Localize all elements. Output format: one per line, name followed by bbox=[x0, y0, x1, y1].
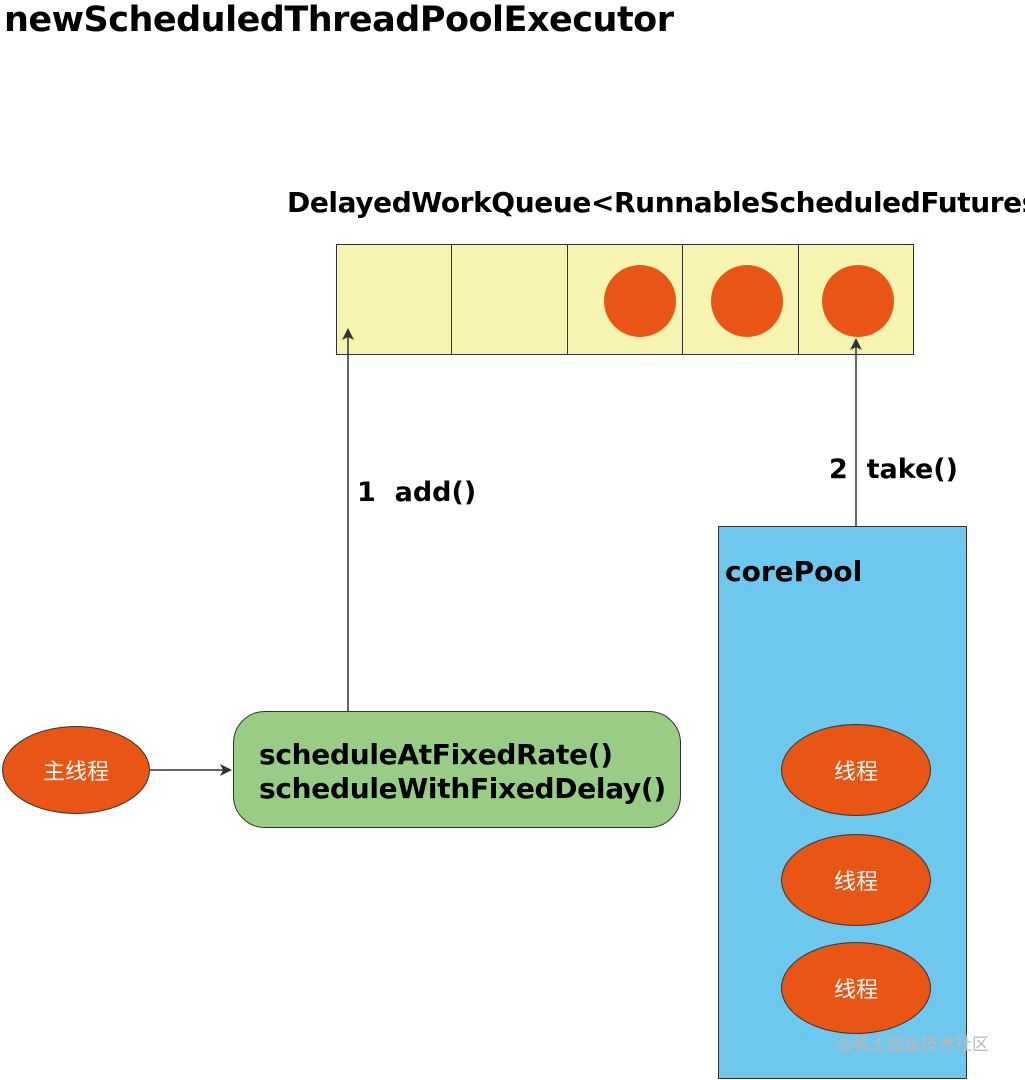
core-pool-label: corePool bbox=[725, 555, 863, 588]
step-add-number: 1 bbox=[357, 477, 376, 508]
step-take-number: 2 bbox=[829, 454, 848, 485]
worker-thread-label: 线程 bbox=[833, 978, 878, 1003]
queue-slot bbox=[798, 245, 914, 354]
step-add-label: 1 add() bbox=[357, 477, 476, 508]
queue-slot bbox=[337, 245, 453, 354]
step-take-text: take() bbox=[866, 454, 958, 485]
queue-slot bbox=[683, 245, 799, 354]
main-thread-label: 主线程 bbox=[42, 760, 109, 785]
scheduled-task bbox=[603, 265, 676, 337]
queue-slot bbox=[567, 245, 684, 354]
delayed-work-queue bbox=[336, 244, 914, 355]
worker-thread-label: 线程 bbox=[833, 870, 878, 895]
queue-slot bbox=[452, 245, 568, 354]
queue-label: DelayedWorkQueue<RunnableScheduledFuture… bbox=[287, 186, 1025, 219]
scheduled-task bbox=[711, 265, 784, 337]
worker-thread: 线程 bbox=[781, 834, 931, 926]
step-take-label: 2 take() bbox=[829, 454, 958, 485]
worker-thread: 线程 bbox=[781, 724, 931, 816]
watermark: @稀土掘金技术社区 bbox=[836, 1035, 989, 1055]
step-add-text: add() bbox=[394, 477, 477, 508]
schedule-at-fixed-rate: scheduleAtFixedRate() bbox=[259, 738, 613, 771]
schedule-methods-box: scheduleAtFixedRate() scheduleWithFixedD… bbox=[233, 711, 681, 828]
main-thread: 主线程 bbox=[2, 726, 150, 814]
worker-thread: 线程 bbox=[781, 942, 931, 1034]
worker-thread-label: 线程 bbox=[833, 760, 878, 785]
scheduled-task bbox=[821, 265, 894, 337]
diagram-title: newScheduledThreadPoolExecutor bbox=[4, 0, 674, 40]
schedule-with-fixed-delay: scheduleWithFixedDelay() bbox=[259, 772, 666, 805]
